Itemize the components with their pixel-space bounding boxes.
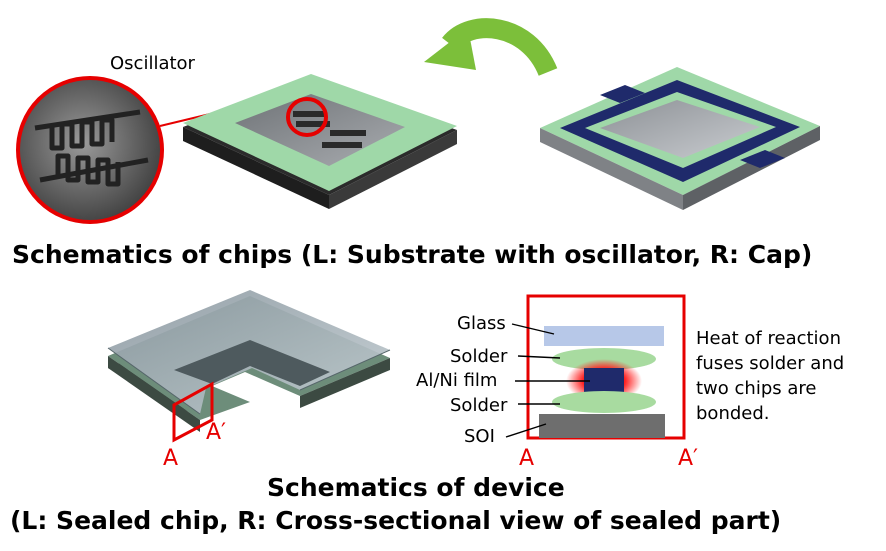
oscillator-highlight-ring — [286, 97, 328, 137]
label-solder-top: Solder — [450, 346, 508, 367]
cap-chip — [540, 67, 820, 210]
oscillator-inset — [16, 76, 286, 224]
bottom-caption-line-2: (L: Sealed chip, R: Cross-sectional view… — [10, 506, 782, 535]
reaction-note: Heat of reaction fuses solder and two ch… — [696, 326, 881, 426]
label-solder-bottom: Solder — [450, 395, 508, 416]
soi-layer — [539, 414, 665, 438]
section-mark-a-prime-left: A′ — [206, 420, 227, 445]
flip-arrow — [424, 18, 558, 77]
label-soi: SOI — [464, 426, 495, 447]
top-caption: Schematics of chips (L: Substrate with o… — [12, 240, 813, 269]
note-line-1: Heat of reaction — [696, 328, 841, 349]
glass-layer — [544, 326, 664, 346]
oscillator-label: Oscillator — [110, 53, 195, 74]
bottom-caption-line-1: Schematics of device — [267, 473, 565, 502]
substrate-chip — [183, 74, 457, 209]
alni-film-layer — [584, 368, 624, 394]
section-mark-a-prime-right: A′ — [678, 446, 699, 471]
label-glass: Glass — [457, 313, 506, 334]
note-line-2: fuses solder and — [696, 353, 845, 374]
note-line-3: two chips are — [696, 378, 817, 399]
cross-section — [505, 294, 686, 440]
sealed-chip — [107, 290, 391, 443]
solder-bottom-layer — [552, 391, 656, 413]
note-line-4: bonded. — [696, 403, 770, 424]
section-mark-a-left: A — [163, 446, 179, 471]
section-plane — [172, 381, 214, 443]
label-alni-film: Al/Ni film — [416, 370, 498, 391]
section-mark-a-right: A — [519, 446, 535, 471]
